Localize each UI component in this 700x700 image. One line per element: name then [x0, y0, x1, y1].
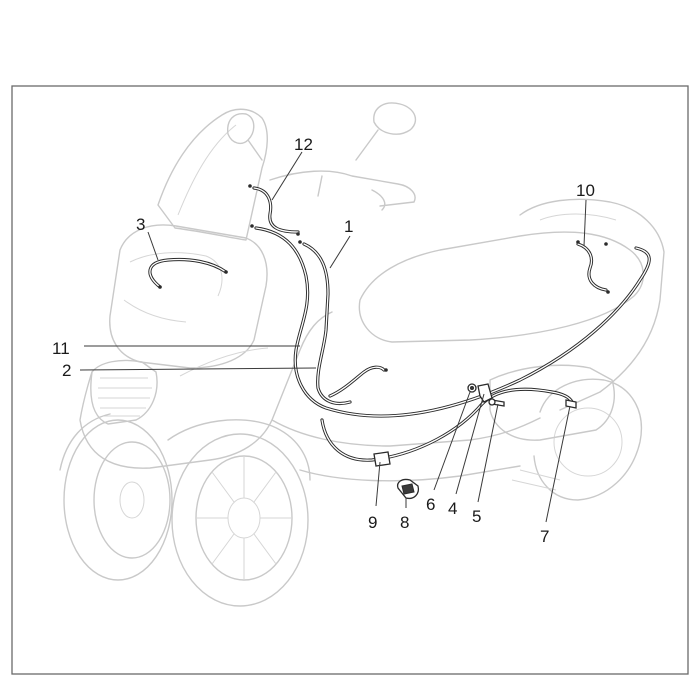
callout-12: 12: [294, 135, 313, 154]
rear-body: [519, 198, 665, 411]
small-parts: [373, 383, 577, 500]
part-7-fitting: [565, 399, 577, 409]
cable-3: [148, 257, 228, 289]
callout-9: 9: [368, 513, 377, 532]
front-shield: [109, 224, 268, 369]
front-wheel-right: [171, 433, 309, 607]
floorboard: [271, 417, 541, 447]
engine: [489, 364, 615, 441]
callouts: 3 12 1 11 2 10 9 8 6 4 5 7: [52, 135, 595, 546]
cables: [148, 184, 651, 462]
callout-2: 2: [62, 361, 71, 380]
part-9-connector: [373, 451, 391, 467]
callout-1: 1: [344, 217, 353, 236]
callout-10: 10: [576, 181, 595, 200]
callout-4: 4: [448, 499, 457, 518]
callout-11: 11: [52, 339, 70, 358]
cable-1: [302, 242, 352, 406]
callout-6: 6: [426, 495, 435, 514]
handlebar: [269, 170, 416, 207]
leader-lines: [79, 151, 587, 523]
part-4-bracket: [477, 383, 493, 403]
windscreen: [157, 108, 268, 241]
cable-12: [252, 186, 300, 234]
callout-5: 5: [472, 507, 481, 526]
left-mirror: [227, 113, 263, 161]
front-wheel-left: [63, 419, 173, 581]
cable-9: [320, 387, 574, 462]
callout-7: 7: [540, 527, 549, 546]
diagram-frame: [11, 85, 689, 675]
headlight-grille: [90, 359, 158, 425]
callout-3: 3: [136, 215, 145, 234]
rear-wheel: [533, 378, 642, 501]
callout-8: 8: [400, 513, 409, 532]
front-body: [79, 311, 333, 469]
scooter-outline: [59, 102, 665, 607]
right-mirror: [355, 102, 417, 161]
